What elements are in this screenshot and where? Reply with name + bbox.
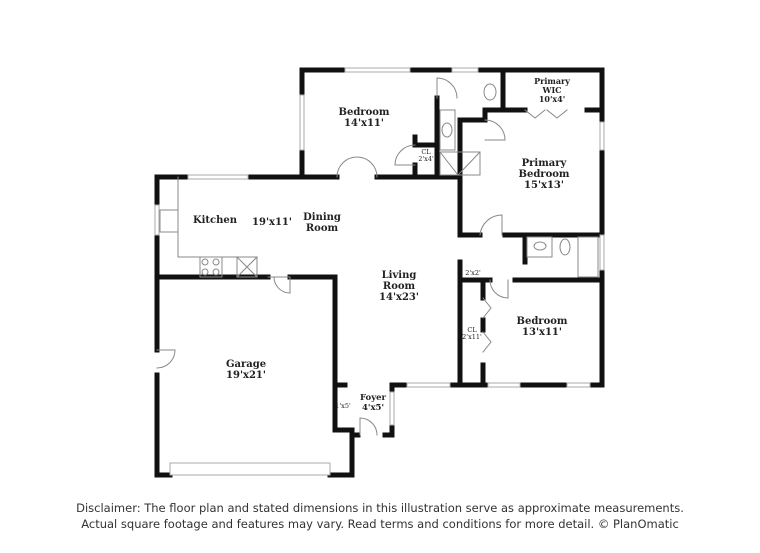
fixtures xyxy=(159,83,599,278)
room-name: Garage xyxy=(225,359,267,370)
room-size: 14'x23' xyxy=(379,292,419,303)
room-name: Room xyxy=(305,223,339,234)
room-size: 4'x5' xyxy=(361,403,385,413)
room-name: Bedroom xyxy=(518,169,570,180)
room-kitchen: Kitchen xyxy=(192,215,238,226)
disclaimer: Disclaimer: The floor plan and stated di… xyxy=(0,500,760,532)
disclaimer-line-2: Actual square footage and features may v… xyxy=(81,517,679,531)
room-size: 2'x4' xyxy=(418,155,434,163)
room-name: Primary xyxy=(521,158,567,169)
room-name: Foyer xyxy=(359,393,387,403)
room-hall-closet: 2'x2' xyxy=(465,269,481,277)
room-name: Bedroom xyxy=(338,107,390,118)
room-size: 15'x13' xyxy=(524,180,564,191)
room-size: 14'x11' xyxy=(344,118,384,129)
vanity xyxy=(439,109,456,151)
room-name: Room xyxy=(382,281,416,292)
fridge xyxy=(236,256,258,278)
shower xyxy=(439,151,481,176)
walls xyxy=(154,67,605,478)
room-name: Dining xyxy=(303,212,341,223)
windows xyxy=(154,67,605,476)
toilet xyxy=(483,83,497,101)
room-name: Bedroom xyxy=(516,316,568,327)
room-size: 2'x11' xyxy=(462,333,482,341)
kitchen-sink xyxy=(159,209,179,233)
room-name: Living xyxy=(381,270,417,281)
room-size: 19'x21' xyxy=(226,370,266,381)
room-foyer-closet: 1'x5' xyxy=(335,402,351,410)
disclaimer-line-1: Disclaimer: The floor plan and stated di… xyxy=(76,501,684,515)
doors xyxy=(156,77,568,436)
room-size: 13'x11' xyxy=(522,327,562,338)
room-size: 10'x4' xyxy=(538,94,566,104)
room-name: CL xyxy=(421,148,431,156)
room-dining-size: 19'x11' xyxy=(252,217,292,228)
room-name: CL xyxy=(467,326,477,334)
room-name: WIC xyxy=(542,85,562,95)
room-name: Primary xyxy=(534,76,570,86)
